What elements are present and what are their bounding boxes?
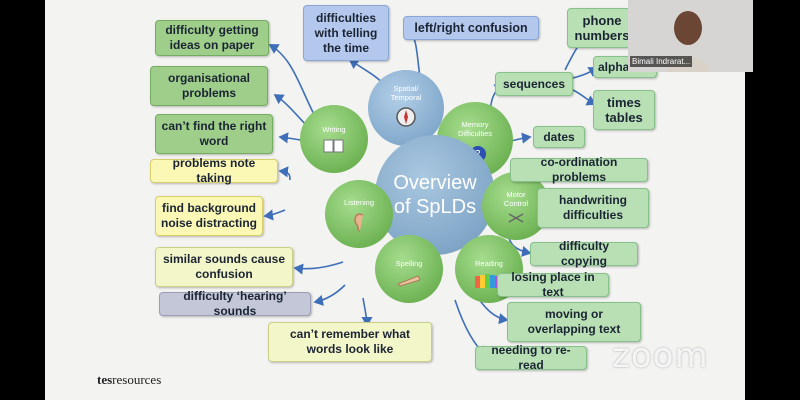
motor-label: Motor Control	[503, 190, 529, 208]
box-re-read: needing to re-read	[475, 343, 587, 372]
box-left-right: left/right confusion	[403, 16, 539, 40]
ear-icon	[354, 213, 364, 232]
box-organisational: organisational problems	[150, 66, 268, 106]
writing-label: Writing	[322, 125, 346, 134]
box-copying: difficulty copying	[530, 239, 638, 268]
scissors-icon	[508, 213, 524, 223]
box-background-noise: find background noise distracting	[155, 196, 263, 236]
listening-node: Listening	[325, 180, 393, 248]
box-remember-words: can’t remember what words look like	[268, 322, 432, 362]
box-moving-text: moving or overlapping text	[507, 302, 641, 342]
logo-rest: resources	[112, 372, 162, 387]
box-sequences: sequences	[495, 72, 573, 96]
spatial-temporal-label: Spatial/ Temporal	[390, 84, 422, 102]
zoom-watermark: zoom	[612, 336, 709, 376]
logo-bold: tes	[97, 372, 113, 387]
memory-label: Memory Difficulties	[457, 120, 493, 138]
box-hearing-sounds: difficulty ‘hearing’ sounds	[159, 289, 311, 318]
participant-video[interactable]: Bimali Indrarat...	[628, 0, 753, 72]
spatial-temporal-node: Spatial/ Temporal	[368, 70, 444, 146]
box-dates: dates	[533, 126, 585, 148]
spelling-label: Spelling	[395, 259, 423, 268]
participant-name: Bimali Indrarat...	[630, 56, 693, 67]
tes-resources-logo: tesresources	[97, 372, 161, 388]
center-title: Overview of SpLDs	[393, 172, 477, 218]
box-similar-sounds: similar sounds cause confusion	[155, 247, 293, 287]
box-coordination: co-ordination problems	[510, 155, 648, 184]
box-handwriting: handwriting difficulties	[537, 188, 649, 228]
book-icon	[323, 139, 344, 153]
writing-node: Writing	[300, 105, 368, 173]
box-telling-time: difficulties with telling the time	[303, 5, 389, 61]
box-times-tables: times tables	[593, 90, 655, 130]
box-phone-numbers: phone numbers	[567, 8, 637, 48]
writing-hand-icon	[397, 275, 421, 287]
box-note-taking: problems note taking	[150, 156, 278, 185]
listening-label: Listening	[343, 198, 375, 207]
center-node: Overview of SpLDs	[375, 135, 495, 255]
spelling-node: Spelling	[375, 235, 443, 303]
reading-label: Reading	[475, 259, 503, 268]
box-losing-place: losing place in text	[497, 270, 609, 299]
box-right-word: can’t find the right word	[155, 114, 273, 154]
compass-icon	[396, 107, 416, 127]
box-ideas: difficulty getting ideas on paper	[155, 20, 269, 56]
